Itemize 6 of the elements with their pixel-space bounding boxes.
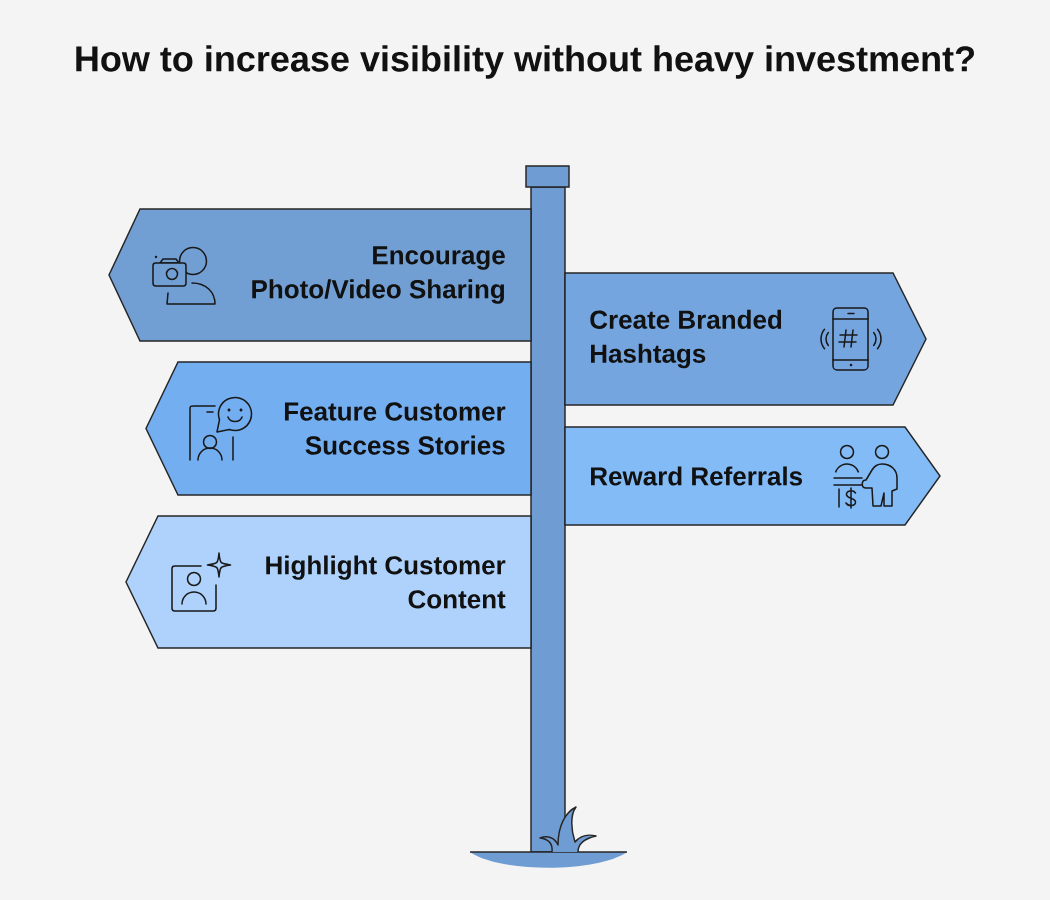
title: How to increase visibility without heavy investment? xyxy=(76,45,974,79)
arrow-sign: Encourage Photo/Video Sharing xyxy=(108,208,532,342)
arrow-sign: Reward Referrals xyxy=(564,426,941,526)
arrow-sign: Feature Customer Success Stories xyxy=(145,361,532,496)
arrow-sign: Create Branded Hashtags xyxy=(564,272,927,406)
arrow-sign: Highlight Customer Content xyxy=(125,515,532,649)
